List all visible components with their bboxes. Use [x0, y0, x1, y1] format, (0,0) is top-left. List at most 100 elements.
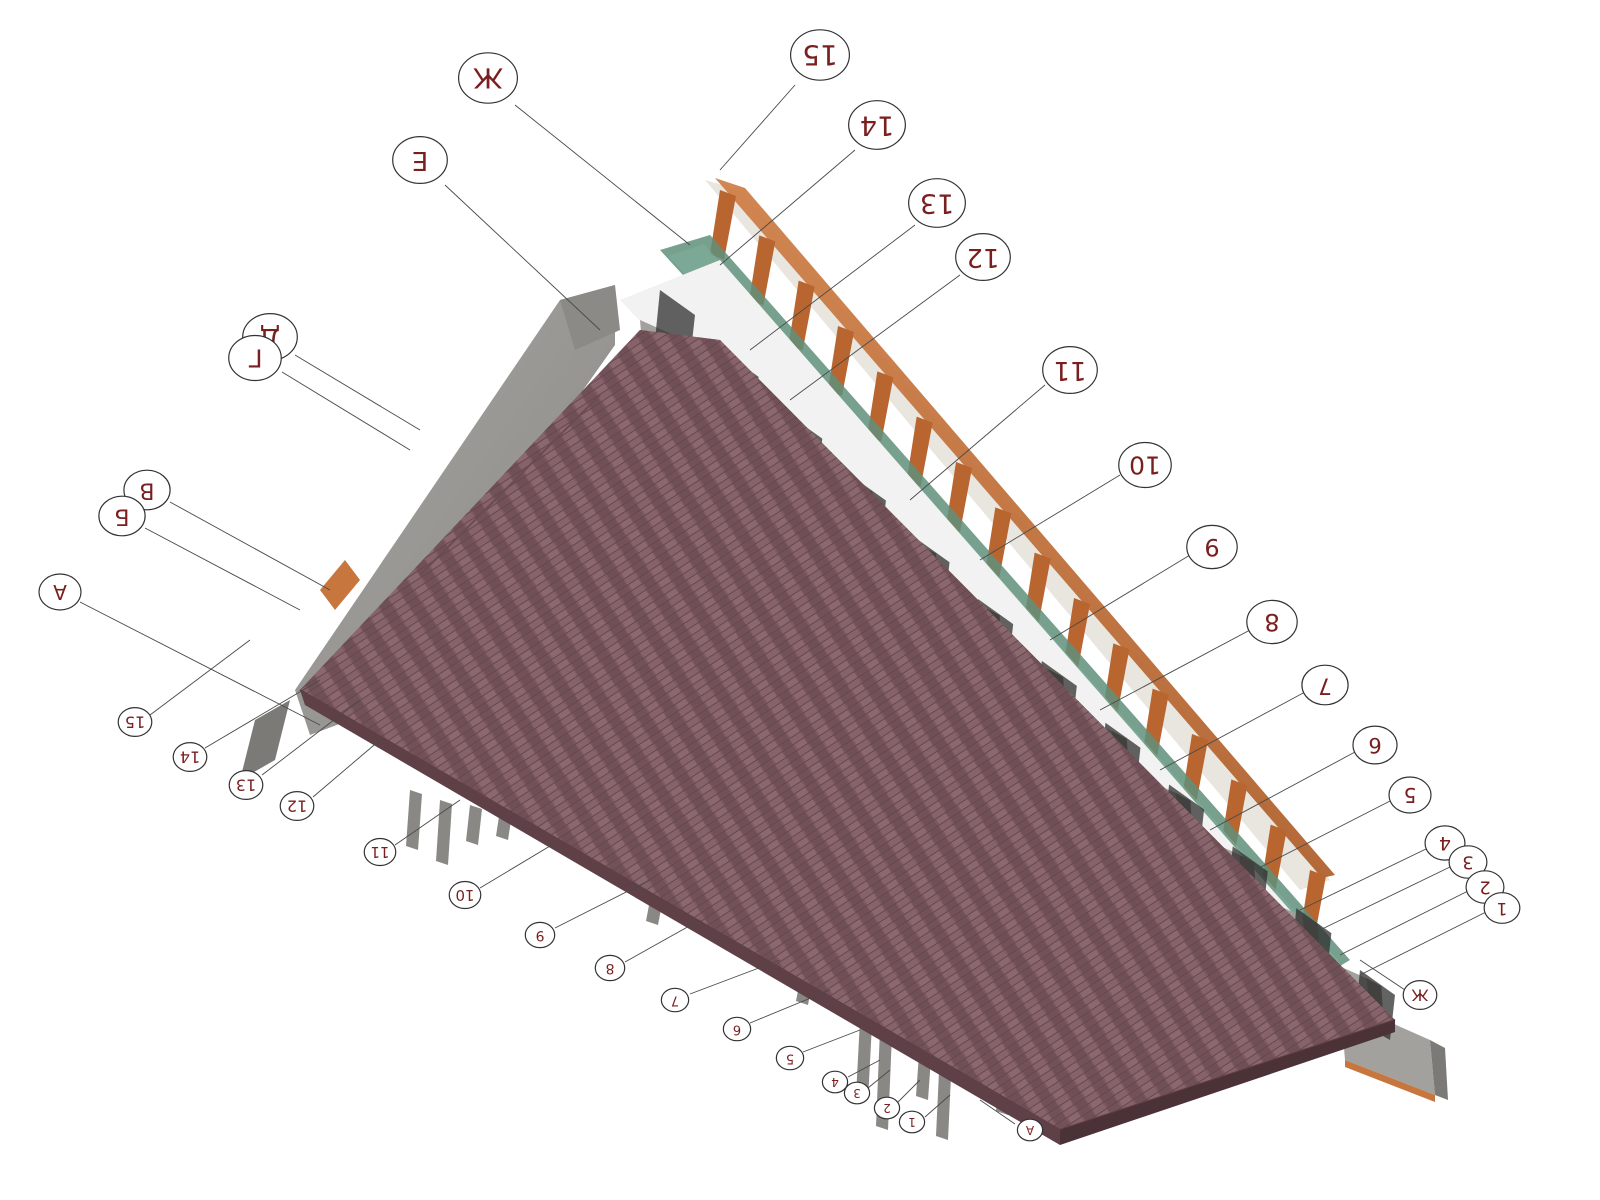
large-axis-marker: 14: [848, 100, 906, 150]
axis-leader-line: [1299, 847, 1429, 911]
axis-label: 10: [1129, 451, 1161, 480]
axis-leader-lines: [79, 84, 1489, 1125]
large-axis-marker: Е: [392, 135, 448, 184]
axis-leader-line: [281, 371, 411, 451]
small-axis-marker: 4: [821, 1070, 849, 1094]
axis-label: 11: [1053, 355, 1086, 385]
column: [406, 790, 422, 850]
axis-label: А: [1025, 1123, 1034, 1137]
large-axis-marker: 8: [1246, 599, 1298, 645]
large-axis-marker: Б: [98, 495, 146, 537]
axis-leader-line: [1319, 865, 1453, 931]
small-axis-marker: 13: [228, 770, 264, 801]
large-axis-marker: 13: [908, 178, 966, 228]
axis-leader-line: [909, 384, 1046, 501]
large-axis-marker: 1: [1483, 892, 1521, 924]
axis-leader-line: [624, 919, 701, 963]
small-axis-marker: 7: [660, 987, 690, 1013]
axis-label: В: [139, 478, 154, 503]
axis-label: 14: [180, 748, 200, 767]
axis-leader-line: [1254, 799, 1393, 871]
axis-label: 3: [853, 1086, 861, 1100]
small-axis-marker: 2: [873, 1096, 901, 1120]
axis-label: 3: [1462, 852, 1473, 873]
small-axis-marker: 10: [448, 880, 482, 910]
large-axis-marker: 11: [1042, 345, 1098, 394]
axis-label: 6: [733, 1022, 741, 1037]
small-axis-marker: 6: [722, 1016, 752, 1042]
small-axis-marker: 11: [363, 837, 397, 867]
column: [856, 1020, 872, 1100]
axis-label: 8: [606, 960, 615, 976]
small-axis-marker: 5: [775, 1045, 805, 1071]
axis-label: 4: [831, 1075, 839, 1089]
column: [466, 805, 482, 845]
axis-leader-line: [979, 1099, 1016, 1125]
large-axis-marker: 7: [1301, 664, 1349, 706]
axis-label: 10: [455, 886, 474, 904]
axis-leader-line: [897, 1079, 921, 1103]
large-axis-marker: 6: [1352, 725, 1398, 765]
axis-leader-line: [1159, 691, 1306, 771]
axis-label: 11: [370, 843, 389, 861]
axis-leader-line: [149, 639, 251, 716]
axis-label: 6: [1368, 733, 1381, 757]
timber-frame: [705, 178, 1335, 940]
axis-label: 13: [920, 188, 954, 219]
axis-leader-line: [1359, 910, 1489, 976]
large-axis-marker: Г: [228, 334, 282, 382]
column: [436, 800, 452, 865]
axis-leader-line: [294, 354, 421, 431]
axis-leader-line: [1049, 554, 1191, 641]
large-axis-marker: 5: [1388, 776, 1432, 814]
axis-leader-line: [554, 879, 651, 929]
axis-leader-line: [79, 601, 321, 726]
axis-label: 2: [883, 1101, 891, 1115]
axis-leader-line: [749, 224, 916, 351]
large-axis-marker: 15: [790, 29, 851, 81]
axis-label: 7: [671, 993, 679, 1008]
axis-label: 7: [1318, 673, 1332, 698]
axis-label: 12: [966, 242, 999, 272]
axis-leader-line: [979, 474, 1121, 561]
axis-leader-line: [261, 699, 361, 776]
small-axis-marker: 15: [117, 707, 153, 738]
axis-leader-line: [1359, 959, 1406, 991]
axis-leader-line: [689, 959, 781, 995]
axis-leader-line: [867, 1069, 891, 1089]
axis-leader-line: [749, 989, 831, 1024]
axis-label: Ж: [473, 62, 503, 95]
axis-leader-line: [719, 84, 796, 171]
small-axis-marker: 12: [279, 791, 315, 822]
axis-leader-line: [144, 527, 301, 611]
axis-leader-line: [1099, 629, 1251, 711]
large-axis-marker: 9: [1186, 524, 1238, 570]
axis-leader-line: [1209, 751, 1356, 831]
axis-label: Е: [412, 145, 428, 175]
small-axis-marker: А: [1016, 1118, 1044, 1142]
axis-label: 14: [860, 110, 894, 141]
axis-leader-line: [789, 274, 961, 401]
axis-label: Г: [247, 344, 262, 373]
axis-label: Ж: [1411, 986, 1428, 1005]
axis-label: 13: [236, 776, 256, 795]
large-axis-marker: А: [38, 573, 82, 611]
small-axis-marker: 3: [843, 1081, 871, 1105]
large-axis-marker: 10: [1118, 441, 1172, 489]
axis-label: Б: [114, 504, 129, 529]
axis-leader-line: [514, 104, 691, 246]
axis-label: 5: [786, 1051, 794, 1066]
axis-label: 4: [1439, 832, 1451, 854]
axis-label: 1: [1497, 898, 1508, 918]
axis-label: 12: [287, 797, 307, 816]
axis-label: 15: [125, 713, 145, 732]
brick-slab: [299, 330, 1396, 1145]
axis-label: 2: [1479, 877, 1490, 898]
large-axis-marker: Ж: [457, 52, 518, 104]
axis-leader-line: [1339, 889, 1471, 956]
small-axis-marker: 1: [898, 1110, 926, 1134]
large-axis-marker: 3: [1448, 845, 1488, 879]
axis-leader-line: [847, 1059, 881, 1078]
